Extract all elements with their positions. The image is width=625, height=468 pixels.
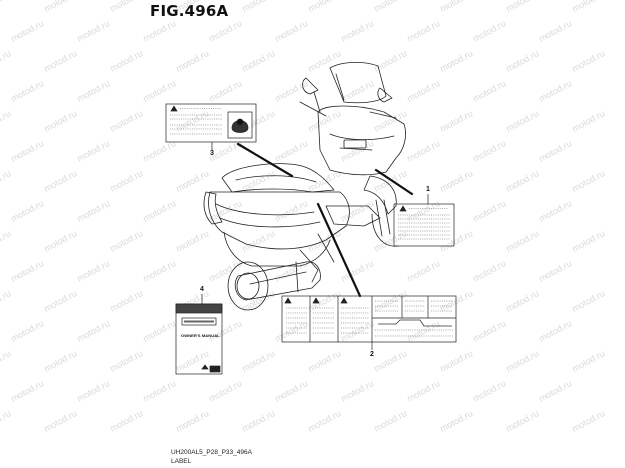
rear-wheel [227,261,269,311]
floorboard [325,205,381,227]
leader-line-2 [316,202,362,298]
figure-code: UH200AL5_P28_P33_496A [171,449,252,456]
owners-manual-booklet [175,303,223,375]
callout-1: 1 [426,186,430,193]
leader-line-1 [374,168,414,196]
label-3-card [165,103,257,143]
figure-section-label: LABEL [171,458,192,465]
rear-body [208,191,350,250]
tail-light [203,191,223,225]
callout-3: 3 [210,150,214,157]
label-1-card [393,203,455,247]
label-2-card [281,295,457,343]
callout-4: 4 [200,286,204,293]
mirror-right [377,87,393,103]
front-cowl [317,105,406,176]
muffler [234,261,321,301]
seat [221,163,335,193]
figure-title: FIG.496A [150,2,229,20]
callout-2: 2 [370,351,374,358]
front-fender [363,175,397,215]
leader-line-3 [236,142,294,178]
windscreen [329,62,387,104]
mirror-left [302,77,319,95]
manual-cover-text: OWNER'S MANUAL [181,333,220,338]
